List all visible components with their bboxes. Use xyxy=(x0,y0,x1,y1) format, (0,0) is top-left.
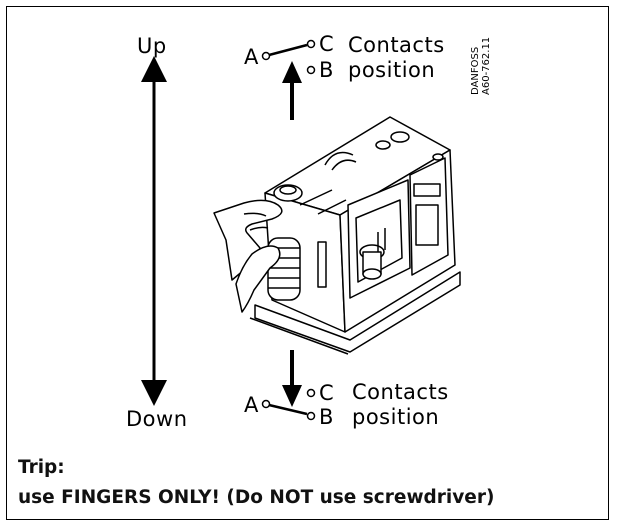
relay-device-drawing xyxy=(213,116,461,355)
top-terminal-b: B xyxy=(319,58,334,82)
bottom-down-arrow xyxy=(282,350,302,407)
svg-text:DANFOSS: DANFOSS xyxy=(470,47,481,95)
top-terminal-c: C xyxy=(319,32,334,56)
top-contacts-label: Contacts xyxy=(348,33,445,57)
top-contact-switch xyxy=(261,39,316,75)
bottom-terminal-c: C xyxy=(319,381,334,405)
up-label: Up xyxy=(137,34,167,58)
down-label: Down xyxy=(126,407,188,431)
bottom-terminal-a: A xyxy=(244,393,259,417)
top-terminal-a: A xyxy=(244,45,259,69)
up-down-arrow xyxy=(141,56,167,406)
drawing-code: DANFOSS A60-762.11 xyxy=(470,37,492,95)
bottom-contacts-label: Contacts xyxy=(352,380,449,404)
top-position-label: position xyxy=(348,58,435,82)
top-up-arrow xyxy=(282,61,302,120)
trip-title: Trip: xyxy=(18,457,65,478)
bottom-terminal-b: B xyxy=(319,405,334,429)
svg-text:A60-762.11: A60-762.11 xyxy=(481,37,492,95)
trip-instruction: use FINGERS ONLY! (Do NOT use screwdrive… xyxy=(18,487,495,508)
bottom-contact-switch xyxy=(261,388,316,421)
bottom-position-label: position xyxy=(352,405,439,429)
